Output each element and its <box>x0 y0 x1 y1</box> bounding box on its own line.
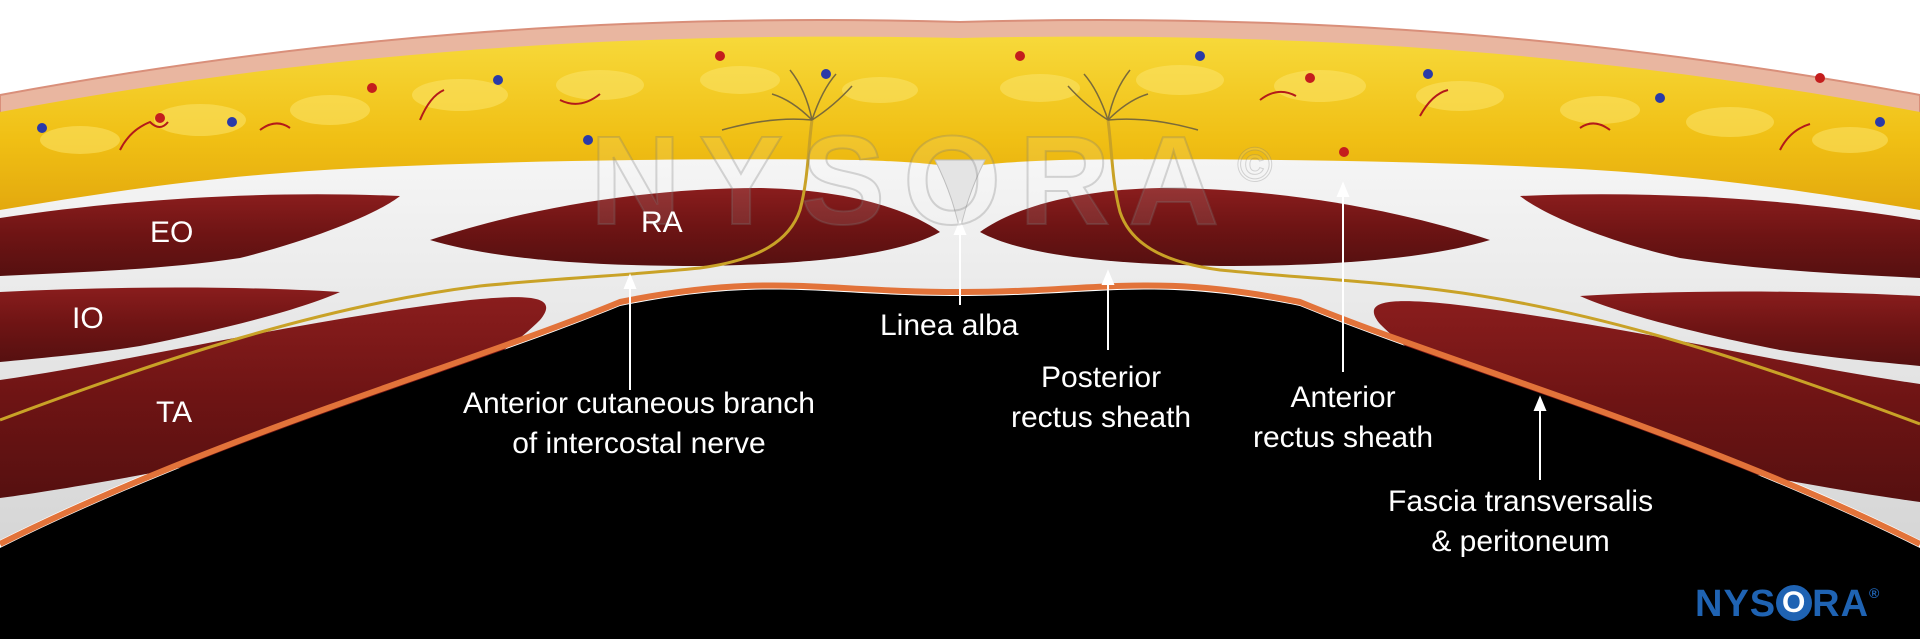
rectus-abdominis-right <box>980 188 1490 266</box>
registered-mark: ® <box>1869 585 1881 601</box>
vessels <box>119 89 1811 151</box>
logo-o-mark: O <box>1776 584 1813 621</box>
internal-oblique-muscle-right <box>1580 291 1920 366</box>
intercostal-nerves <box>0 119 1920 426</box>
label-eo: EO <box>150 216 194 249</box>
subcutaneous-fat <box>0 36 1920 210</box>
label-posterior-rectus-sheath: Posterior rectus sheath <box>1011 361 1192 434</box>
nerve-branches <box>721 69 1199 131</box>
label-anterior-rectus-sheath: Anterior rectus sheath <box>1253 381 1434 454</box>
label-io: IO <box>72 302 104 335</box>
vessel-dots <box>37 51 1885 157</box>
label-fascia-transversalis: Fascia transversalis & peritoneum <box>1388 485 1654 558</box>
external-oblique-muscle <box>0 194 400 276</box>
label-ra: RA <box>641 206 683 239</box>
fat-texture <box>40 65 1888 154</box>
logo-text-left: NYS <box>1695 583 1777 625</box>
external-oblique-muscle-right <box>1520 194 1920 278</box>
label-linea-alba: Linea alba <box>880 309 1019 342</box>
internal-oblique-muscle <box>0 287 340 362</box>
rectus-abdominis-left <box>430 188 940 266</box>
label-anterior-cutaneous-branch: Anterior cutaneous branch of intercostal… <box>463 387 815 460</box>
transversus-abdominis-muscle-right <box>1373 301 1920 502</box>
pointer-lines <box>623 181 1547 480</box>
logo-text-right: RA <box>1812 583 1870 625</box>
label-ta: TA <box>156 396 193 429</box>
peritoneal-cavity <box>0 289 1920 639</box>
transversus-abdominis-muscle <box>0 297 547 498</box>
nysora-watermark: NYSORA© <box>589 109 1291 252</box>
